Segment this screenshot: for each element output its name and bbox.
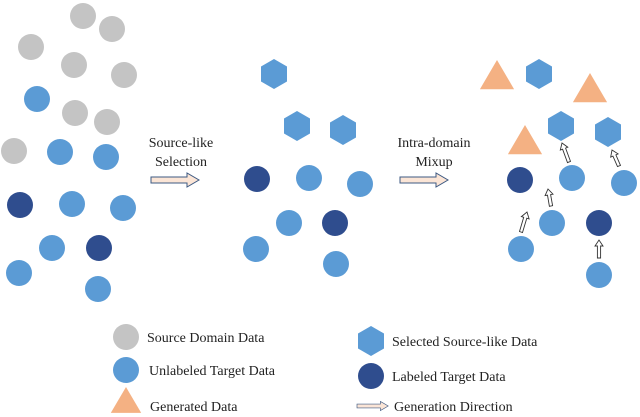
unlabeled-target-point: [39, 235, 65, 261]
unlabeled-target-point: [347, 171, 373, 197]
step1-label-line2: Selection: [155, 155, 207, 170]
generation-direction-arrow-icon: [559, 142, 572, 164]
unlabeled-target-point: [539, 210, 565, 236]
light-blue-circle-icon: [113, 357, 139, 383]
selected-source-like-point: [284, 111, 310, 141]
legend-item-source: Source Domain Data: [113, 324, 265, 350]
source-domain-point: [1, 138, 27, 164]
unlabeled-target-point: [47, 139, 73, 165]
unlabeled-target-point: [611, 170, 637, 196]
panel-selected: [243, 59, 373, 277]
hexagon-icon: [358, 326, 384, 356]
step-intra-domain-mixup: Intra-domain Mixup: [397, 136, 471, 188]
unlabeled-target-point: [508, 236, 534, 262]
unlabeled-target-point: [296, 165, 322, 191]
source-domain-point: [18, 34, 44, 60]
selected-source-like-point: [526, 59, 552, 89]
source-domain-point: [62, 100, 88, 126]
generated-point: [572, 73, 608, 103]
generation-direction-arrow-icon: [610, 149, 622, 168]
step2-arrow-icon: [399, 172, 449, 188]
legend-label-selected: Selected Source-like Data: [392, 335, 538, 350]
selected-source-like-point: [261, 59, 287, 89]
labeled-target-point: [7, 192, 33, 218]
unlabeled-target-point: [276, 210, 302, 236]
legend-label-source: Source Domain Data: [147, 331, 265, 346]
unlabeled-target-point: [85, 276, 111, 302]
dark-blue-circle-icon: [358, 363, 384, 389]
step2-label-line1: Intra-domain: [397, 136, 470, 151]
labeled-target-point: [586, 210, 612, 236]
labeled-target-point: [322, 210, 348, 236]
source-domain-point: [61, 52, 87, 78]
unlabeled-target-point: [323, 251, 349, 277]
unlabeled-target-point: [243, 236, 269, 262]
legend: Source Domain Data Unlabeled Target Data…: [110, 324, 538, 415]
legend-label-unlabeled: Unlabeled Target Data: [149, 364, 276, 379]
legend-label-labeled: Labeled Target Data: [392, 370, 506, 385]
triangle-icon: [110, 387, 142, 413]
legend-item-generated: Generated Data: [110, 387, 238, 415]
legend-item-unlabeled: Unlabeled Target Data: [113, 357, 276, 383]
panel-mixup: [479, 59, 637, 288]
unlabeled-target-point: [586, 262, 612, 288]
generated-point: [479, 60, 515, 90]
unlabeled-target-point: [59, 191, 85, 217]
labeled-target-point: [86, 235, 112, 261]
unlabeled-target-point: [93, 144, 119, 170]
labeled-target-point: [244, 166, 270, 192]
generation-direction-arrow-icon: [594, 239, 604, 259]
legend-item-selected: Selected Source-like Data: [358, 326, 538, 356]
selected-source-like-point: [330, 115, 356, 145]
legend-label-generated: Generated Data: [150, 400, 238, 415]
legend-item-direction: Generation Direction: [356, 400, 513, 415]
legend-label-direction: Generation Direction: [394, 400, 513, 415]
generation-direction-arrow-icon: [544, 188, 554, 207]
source-domain-point: [99, 16, 125, 42]
step1-label-line1: Source-like: [149, 136, 214, 151]
hollow-arrow-icon: [356, 401, 389, 411]
source-domain-point: [94, 109, 120, 135]
generated-point: [507, 125, 543, 155]
unlabeled-target-point: [110, 195, 136, 221]
source-domain-point: [70, 3, 96, 29]
step2-label-line2: Mixup: [415, 155, 452, 170]
legend-item-labeled: Labeled Target Data: [358, 363, 506, 389]
gray-circle-icon: [113, 324, 139, 350]
source-domain-point: [111, 62, 137, 88]
step1-arrow-icon: [150, 172, 200, 188]
panel-initial: [1, 3, 137, 302]
generation-direction-arrow-icon: [518, 211, 530, 234]
labeled-target-point: [507, 167, 533, 193]
unlabeled-target-point: [24, 86, 50, 112]
unlabeled-target-point: [6, 260, 32, 286]
step-source-like-selection: Source-like Selection: [149, 136, 214, 188]
selected-source-like-point: [595, 117, 621, 147]
selected-source-like-point: [548, 111, 574, 141]
unlabeled-target-point: [559, 165, 585, 191]
